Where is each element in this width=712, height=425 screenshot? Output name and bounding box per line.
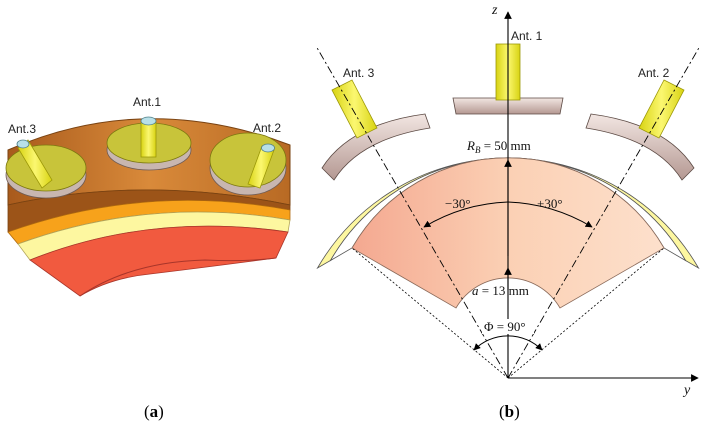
panel-b-angle-right-label: +30°: [537, 196, 563, 211]
panel-a: Ant.3 Ant.1 Ant.2 (a): [5, 95, 291, 421]
panel-b-rb-label: RB = 50 mm: [466, 138, 531, 155]
panel-a-rod-1: [140, 120, 157, 158]
panel-b-rod-2: [638, 79, 685, 139]
panel-a-ant2-label: Ant.2: [253, 121, 281, 135]
panel-b: z y Ant. 3 Ant. 1 Ant. 2 RB = 50 mm −30°…: [315, 3, 701, 421]
panel-b-rod-3: [331, 79, 378, 139]
panel-b-axis-z-label: z: [491, 3, 498, 18]
panel-a-inner-red: [29, 225, 289, 297]
panel-b-ant2-label: Ant. 2: [638, 66, 670, 80]
panel-a-antenna-3: [5, 139, 87, 199]
panel-a-disc-2: [209, 132, 287, 188]
panel-a-rod-1-tip: [140, 116, 157, 126]
panel-b-phi-label-bg: [482, 319, 534, 334]
panel-a-ant3-label: Ant.3: [8, 122, 36, 136]
panel-b-angle-arc-left: [423, 201, 509, 228]
panel-b-axis-y-label: y: [682, 383, 691, 398]
panel-a-ant1-label: Ant.1: [133, 95, 161, 109]
panel-b-disc-2: [585, 113, 695, 181]
panel-a-caption: (a): [144, 402, 164, 421]
panel-b-angle-arc-right: [507, 201, 593, 228]
panel-b-sector-edge-right: [507, 247, 665, 379]
panel-b-a-label: a = 13 mm: [472, 283, 529, 298]
panel-b-phi-arc: [473, 335, 543, 351]
panel-b-sector-edge-left: [351, 247, 509, 379]
panel-b-phi-label: Φ = 90°: [484, 319, 526, 334]
panel-b-disc-3: [321, 113, 431, 181]
panel-a-antenna-1: [106, 116, 192, 171]
panel-a-antenna-2: [209, 132, 287, 196]
panel-a-inner-cavity: [79, 257, 277, 297]
panel-a-rod-2-tip: [261, 143, 275, 153]
panel-b-angle-left-label: −30°: [445, 196, 471, 211]
panel-b-ant1-label: Ant. 1: [511, 29, 543, 43]
panel-b-ant3-label: Ant. 3: [343, 66, 375, 80]
panel-a-rod-3-tip: [16, 139, 30, 149]
panel-b-caption: (b): [499, 402, 520, 421]
